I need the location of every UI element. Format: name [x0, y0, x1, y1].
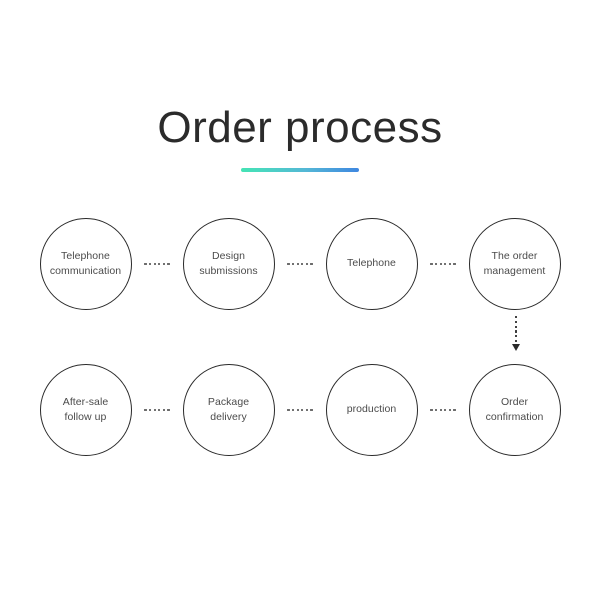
process-node-design-submissions[interactable]: Design submissions [182, 218, 275, 310]
process-node-label: The order management [483, 249, 546, 277]
process-node-production[interactable]: production [325, 364, 418, 456]
connector-dots-horizontal [275, 218, 326, 310]
process-row-2: After-sale follow up Package delivery pr… [0, 364, 600, 456]
page-title: Order process [157, 103, 443, 152]
process-node-label: Telephone communication [49, 249, 122, 277]
dotted-line-icon [430, 408, 456, 412]
dotted-line-icon [144, 262, 170, 266]
dotted-line-vertical-icon [514, 316, 518, 343]
dotted-line-icon [287, 262, 313, 266]
connector-dots-horizontal [275, 364, 326, 456]
process-node-label: Design submissions [199, 249, 258, 277]
connector-dots-horizontal [132, 218, 183, 310]
process-node-label: Order confirmation [485, 395, 544, 423]
process-node-order-confirmation[interactable]: Order confirmation [468, 364, 561, 456]
dotted-line-icon [430, 262, 456, 266]
title-underline-gradient [241, 168, 359, 173]
process-node-label: After-sale follow up [62, 395, 109, 423]
process-node-the-order-management[interactable]: The order management [468, 218, 561, 310]
process-node-telephone-communication[interactable]: Telephone communication [39, 218, 132, 310]
process-node-telephone[interactable]: Telephone [325, 218, 418, 310]
connector-dots-horizontal [132, 364, 183, 456]
dotted-line-icon [144, 408, 170, 412]
process-node-label: production [346, 403, 397, 416]
process-row-1: Telephone communication Design submissio… [0, 218, 600, 310]
row-transition-arrow-icon [508, 316, 524, 360]
process-node-label: Package delivery [207, 395, 250, 423]
arrow-down-icon [512, 344, 520, 352]
process-node-package-delivery[interactable]: Package delivery [182, 364, 275, 456]
connector-dots-horizontal [418, 364, 469, 456]
process-node-after-sale-follow-up[interactable]: After-sale follow up [39, 364, 132, 456]
process-node-label: Telephone [347, 257, 396, 270]
dotted-line-icon [287, 408, 313, 412]
title-block: Order process [0, 103, 600, 173]
connector-dots-horizontal [418, 218, 469, 310]
